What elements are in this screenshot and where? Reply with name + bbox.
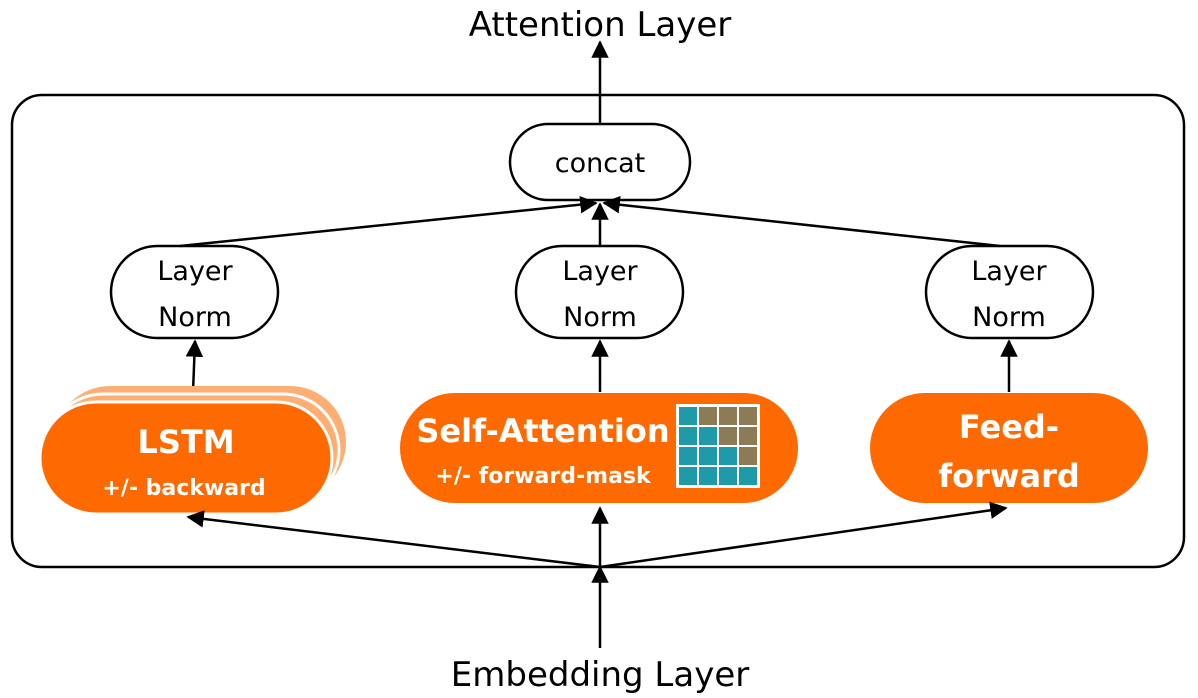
layer-norm-left: Layer Norm xyxy=(109,244,280,340)
mask-cell xyxy=(699,407,717,425)
layer-norm-center-line2: Norm xyxy=(563,302,637,333)
layer-norm-right-line2: Norm xyxy=(972,302,1046,333)
self-attention-title: Self-Attention xyxy=(416,412,669,450)
feed-forward-line1: Feed- xyxy=(959,408,1059,446)
mask-cell xyxy=(739,447,757,465)
concat-node xyxy=(508,122,692,202)
arrow-split-to-feedforward xyxy=(599,501,1008,569)
mask-cell xyxy=(699,427,717,445)
mask-cell xyxy=(739,427,757,445)
embedding-layer-title: Embedding Layer xyxy=(451,655,749,695)
concat-label: concat xyxy=(555,148,645,179)
lstm-subtitle: +/- backward xyxy=(102,476,265,501)
arrow-norm-right-to-concat xyxy=(602,196,1001,248)
forward-mask-grid xyxy=(676,404,760,488)
mask-cell xyxy=(739,467,757,485)
layer-norm-center-line1: Layer xyxy=(562,256,638,287)
layer-norm-left-line1: Layer xyxy=(157,256,233,287)
mask-cell xyxy=(719,447,737,465)
mask-cell xyxy=(679,407,697,425)
layer-norm-center: Layer Norm xyxy=(514,244,685,340)
mask-cell xyxy=(699,447,717,465)
arrow-split-to-lstm xyxy=(186,510,601,569)
feed-forward-block: Feed- forward xyxy=(870,393,1148,503)
attention-layer-title: Attention Layer xyxy=(469,5,732,45)
mask-cell xyxy=(679,447,697,465)
arrow-norm-left-to-concat xyxy=(179,195,598,248)
lstm-title: LSTM xyxy=(137,423,234,461)
mask-cell xyxy=(679,427,697,445)
layer-norm-left-line2: Norm xyxy=(158,302,232,333)
self-attention-subtitle: +/- forward-mask xyxy=(435,464,652,489)
layer-norm-right: Layer Norm xyxy=(924,244,1095,340)
feed-forward-line2: forward xyxy=(938,457,1080,495)
arrow-lstm-to-norm xyxy=(185,339,204,393)
layer-norm-right-line1: Layer xyxy=(971,256,1047,287)
mask-cell xyxy=(739,407,757,425)
mask-cell xyxy=(719,467,737,485)
mask-cell xyxy=(719,407,737,425)
lstm-block: LSTM +/- backward xyxy=(38,386,346,516)
mask-cell xyxy=(699,467,717,485)
self-attention-block: Self-Attention +/- forward-mask xyxy=(400,393,798,503)
mask-cell xyxy=(719,427,737,445)
mask-cell xyxy=(679,467,697,485)
